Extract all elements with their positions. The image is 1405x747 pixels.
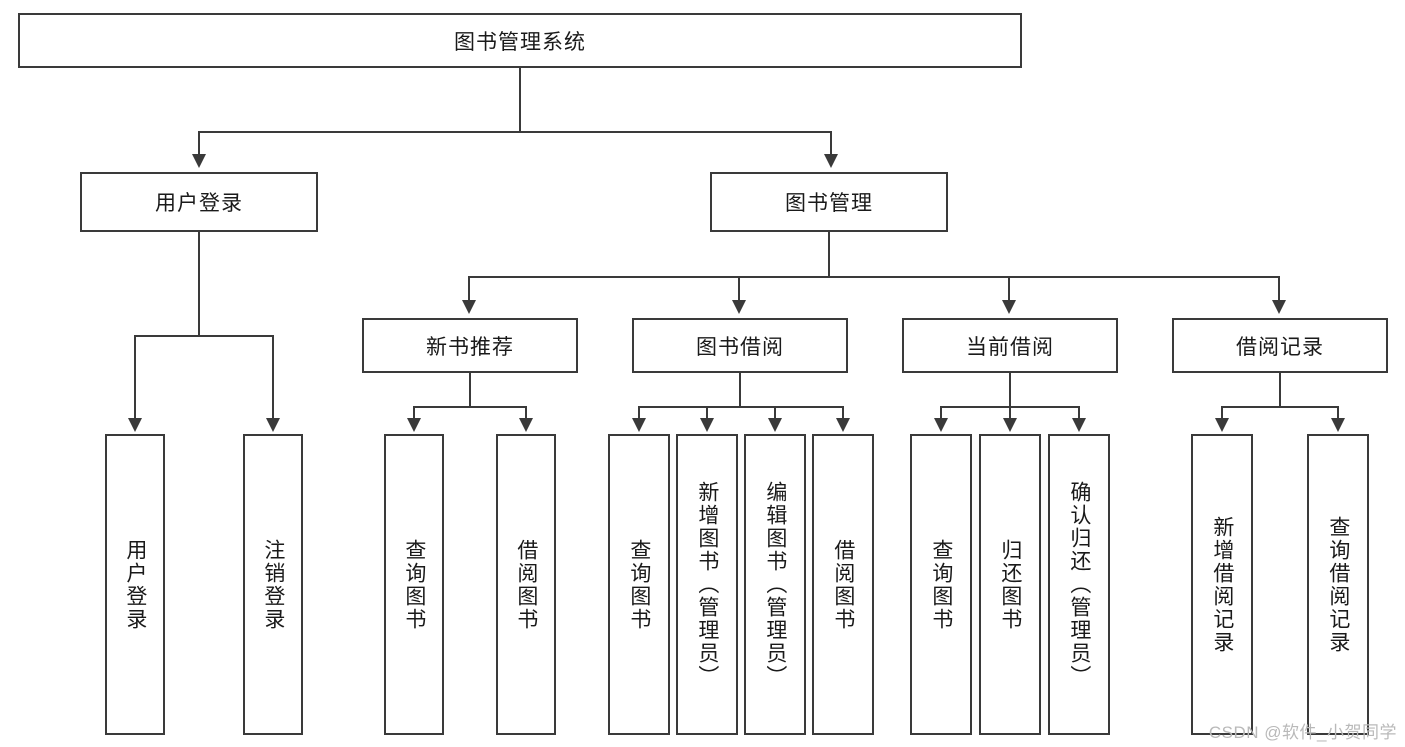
- leaf-user-login-logout[interactable]: 注销登录: [243, 434, 303, 735]
- connector-cb-to-leaf-3: [1078, 406, 1080, 419]
- leaf-current-borrow-query[interactable]: 查询图书: [910, 434, 972, 735]
- arrow-root-to-book-management: [824, 154, 838, 168]
- leaf-borrow-record-add[interactable]: 新增借阅记录: [1191, 434, 1253, 735]
- leaf-book-borrow-edit[interactable]: 编辑图书（管理员）: [744, 434, 806, 735]
- node-label: 查询借阅记录: [1326, 515, 1350, 654]
- arrow-cb-to-leaf-2: [1003, 418, 1017, 432]
- node-label: 确认归还（管理员）: [1067, 481, 1091, 688]
- node-label: 查询图书: [929, 538, 953, 631]
- connector-book-borrow-stem: [739, 373, 741, 407]
- node-label: 新增图书（管理员）: [695, 481, 719, 688]
- node-label: 注销登录: [261, 538, 285, 631]
- connector-bb-to-leaf-4: [842, 406, 844, 419]
- connector-new-book-to-leaf-2: [525, 406, 527, 419]
- arrow-new-book-to-leaf-1: [407, 418, 421, 432]
- node-label: 图书管理系统: [454, 30, 586, 54]
- connector-root-stem: [519, 68, 521, 132]
- node-label: 借阅图书: [514, 538, 538, 631]
- leaf-book-borrow-borrow[interactable]: 借阅图书: [812, 434, 874, 735]
- connector-bb-to-leaf-1: [638, 406, 640, 419]
- arrow-bb-to-leaf-3: [768, 418, 782, 432]
- arrow-root-to-user-login: [192, 154, 206, 168]
- connector-book-management-bus: [468, 276, 1280, 278]
- node-new-book-recommend[interactable]: 新书推荐: [362, 318, 578, 373]
- node-label: 图书借阅: [696, 335, 784, 359]
- node-borrow-record[interactable]: 借阅记录: [1172, 318, 1388, 373]
- node-label: 用户登录: [123, 538, 147, 631]
- connector-book-management-stem: [828, 232, 830, 277]
- connector-bb-to-leaf-2: [706, 406, 708, 419]
- connector-user-login-to-leaf-1: [134, 335, 136, 419]
- connector-bm-to-book-borrow: [738, 276, 740, 302]
- arrow-br-to-leaf-2: [1331, 418, 1345, 432]
- connector-br-to-leaf-1: [1221, 406, 1223, 419]
- node-book-management[interactable]: 图书管理: [710, 172, 948, 232]
- node-label: 归还图书: [998, 538, 1022, 631]
- node-label: 查询图书: [627, 538, 651, 631]
- leaf-book-borrow-add[interactable]: 新增图书（管理员）: [676, 434, 738, 735]
- leaf-book-borrow-query[interactable]: 查询图书: [608, 434, 670, 735]
- connector-br-to-leaf-2: [1337, 406, 1339, 419]
- connector-user-login-to-leaf-2: [272, 335, 274, 419]
- arrow-cb-to-leaf-1: [934, 418, 948, 432]
- connector-user-login-bus: [134, 335, 272, 337]
- node-label: 当前借阅: [966, 335, 1054, 359]
- node-label: 借阅记录: [1236, 335, 1324, 359]
- connector-bm-to-current-borrow: [1008, 276, 1010, 302]
- connector-new-book-to-leaf-1: [413, 406, 415, 419]
- arrow-new-book-to-leaf-2: [519, 418, 533, 432]
- arrow-cb-to-leaf-3: [1072, 418, 1086, 432]
- leaf-borrow-record-query[interactable]: 查询借阅记录: [1307, 434, 1369, 735]
- node-book-borrow[interactable]: 图书借阅: [632, 318, 848, 373]
- node-label: 新增借阅记录: [1210, 515, 1234, 654]
- arrow-bm-to-book-borrow: [732, 300, 746, 314]
- leaf-new-book-borrow[interactable]: 借阅图书: [496, 434, 556, 735]
- connector-bm-to-borrow-record: [1278, 276, 1280, 302]
- leaf-new-book-query[interactable]: 查询图书: [384, 434, 444, 735]
- node-user-login[interactable]: 用户登录: [80, 172, 318, 232]
- arrow-user-login-to-leaf-1: [128, 418, 142, 432]
- connector-new-book-stem: [469, 373, 471, 407]
- connector-user-login-stem: [198, 232, 200, 336]
- node-label: 借阅图书: [831, 538, 855, 631]
- connector-borrow-record-stem: [1279, 373, 1281, 407]
- node-label: 图书管理: [785, 192, 873, 215]
- connector-root-bus: [198, 131, 832, 133]
- connector-root-to-user-login: [198, 131, 200, 156]
- leaf-current-borrow-confirm-return[interactable]: 确认归还（管理员）: [1048, 434, 1110, 735]
- connector-cb-to-leaf-2: [1009, 406, 1011, 419]
- node-label: 查询图书: [402, 538, 426, 631]
- arrow-br-to-leaf-1: [1215, 418, 1229, 432]
- node-current-borrow[interactable]: 当前借阅: [902, 318, 1118, 373]
- connector-current-borrow-stem: [1009, 373, 1011, 407]
- connector-bm-to-new-book: [468, 276, 470, 302]
- node-label: 用户登录: [155, 192, 243, 215]
- arrow-user-login-to-leaf-2: [266, 418, 280, 432]
- connector-book-borrow-bus: [638, 406, 844, 408]
- connector-new-book-bus: [413, 406, 527, 408]
- node-label: 新书推荐: [426, 335, 514, 359]
- connector-cb-to-leaf-1: [940, 406, 942, 419]
- leaf-user-login-login[interactable]: 用户登录: [105, 434, 165, 735]
- connector-borrow-record-bus: [1221, 406, 1339, 408]
- connector-root-to-book-management: [830, 131, 832, 156]
- arrow-bm-to-new-book: [462, 300, 476, 314]
- connector-bb-to-leaf-3: [774, 406, 776, 419]
- arrow-bm-to-current-borrow: [1002, 300, 1016, 314]
- arrow-bb-to-leaf-4: [836, 418, 850, 432]
- arrow-bb-to-leaf-1: [632, 418, 646, 432]
- arrow-bm-to-borrow-record: [1272, 300, 1286, 314]
- node-label: 编辑图书（管理员）: [763, 481, 787, 688]
- node-root-book-management-system[interactable]: 图书管理系统: [18, 13, 1022, 68]
- leaf-current-borrow-return[interactable]: 归还图书: [979, 434, 1041, 735]
- arrow-bb-to-leaf-2: [700, 418, 714, 432]
